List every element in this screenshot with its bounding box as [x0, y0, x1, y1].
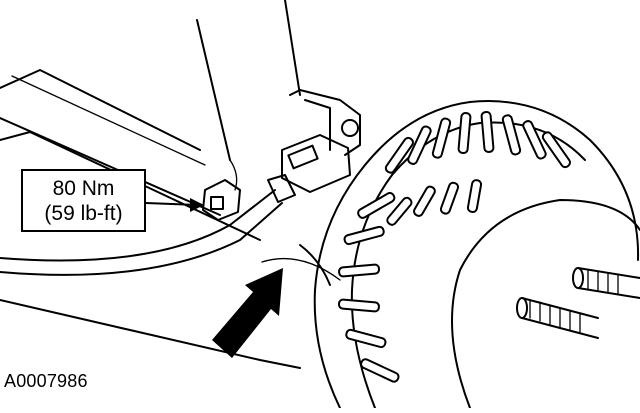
- figure-id: A0007986: [4, 371, 88, 391]
- axle-beam: [0, 69, 301, 369]
- torque-lbft: (59 lb-ft): [44, 201, 123, 225]
- bolt: [202, 179, 241, 221]
- wheel-studs: [516, 267, 640, 339]
- strut: [196, 0, 301, 191]
- sensor-bracket: [267, 89, 361, 203]
- torque-callout: 80 Nm (59 lb-ft): [21, 169, 146, 232]
- sensor-cable: [0, 189, 341, 286]
- torque-nm: 80 Nm: [52, 176, 115, 200]
- leader-arrow-icon: [145, 198, 204, 212]
- bold-arrow-icon: [212, 268, 283, 358]
- tone-ring-slots: [337, 110, 571, 383]
